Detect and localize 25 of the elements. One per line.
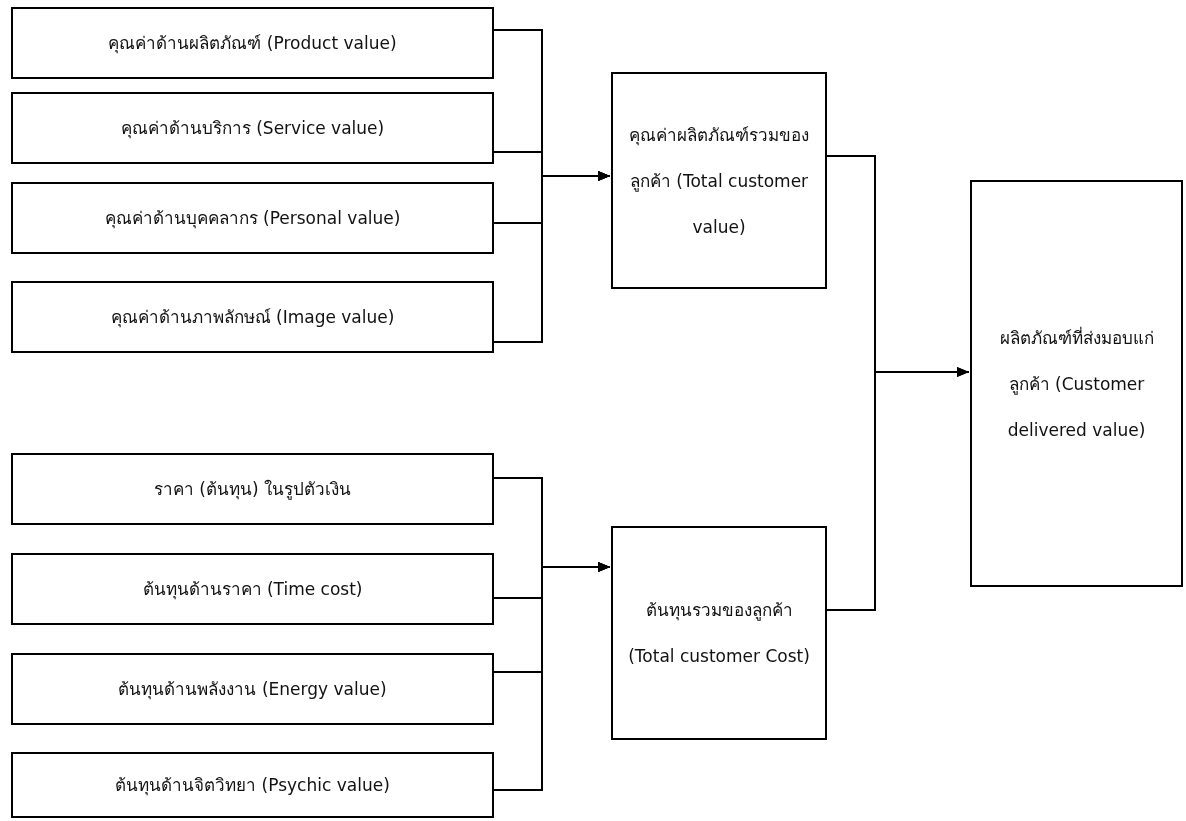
process-box bbox=[11, 553, 494, 625]
process-box bbox=[11, 653, 494, 725]
process-box bbox=[11, 7, 494, 79]
box-text: คุณค่าด้านผลิตภัณฑ์ (Product value) bbox=[108, 32, 397, 55]
box-text: ต้นทุนรวมของลูกค้า (Total customer Cost) bbox=[627, 599, 811, 668]
box-text: คุณค่าด้านบริการ (Service value) bbox=[120, 117, 385, 140]
process-box bbox=[11, 752, 494, 818]
process-box bbox=[11, 92, 494, 164]
box-text: ต้นทุนด้านพลังงาน (Energy value) bbox=[118, 678, 387, 701]
process-box bbox=[611, 526, 827, 740]
box-text: ผลิตภัณฑ์ที่ส่งมอบแก่ลูกค้า (Customer delivered value) bbox=[998, 325, 1155, 442]
box-text: คุณค่าด้านบุคคลากร (Personal value) bbox=[104, 207, 401, 230]
box-text: คุณค่าด้านภาพลักษณ์ (Image value) bbox=[110, 306, 395, 329]
process-box bbox=[970, 180, 1183, 587]
connector-arrow bbox=[826, 367, 970, 611]
connector-arrow bbox=[493, 562, 611, 791]
process-box bbox=[11, 453, 494, 525]
box-text: ต้นทุนด้านราคา (Time cost) bbox=[142, 578, 363, 601]
connector-arrow bbox=[493, 171, 611, 343]
process-box bbox=[11, 281, 494, 353]
process-box bbox=[611, 72, 827, 289]
box-text: ต้นทุนด้านจิตวิทยา (Psychic value) bbox=[115, 774, 390, 797]
box-text: ราคา (ต้นทุน) ในรูปตัวเงิน bbox=[153, 478, 352, 501]
process-box bbox=[11, 182, 494, 254]
box-text: คุณค่าผลิตภัณฑ์รวมของลูกค้า (Total customer value) bbox=[628, 123, 810, 239]
